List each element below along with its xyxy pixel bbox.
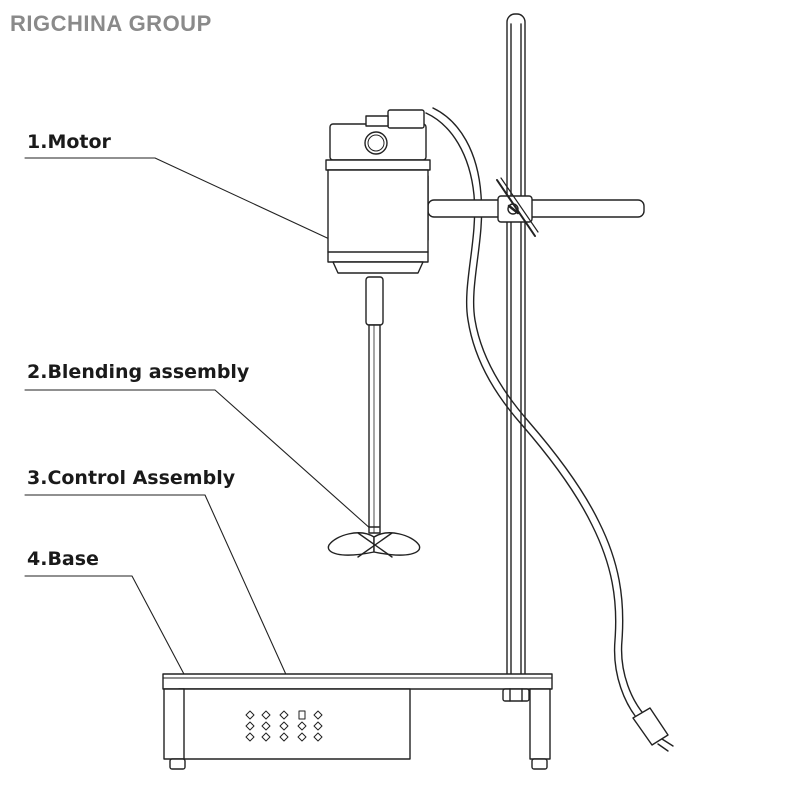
callout-label-base: 4.Base xyxy=(27,548,99,570)
motor-switch xyxy=(387,109,425,129)
clamp-arm xyxy=(409,175,645,241)
leader-blending xyxy=(24,389,373,531)
brand-logo-text: RIGCHINA GROUP xyxy=(10,11,212,36)
plug-body xyxy=(632,707,669,746)
leader-control xyxy=(24,494,303,711)
support-rod xyxy=(506,13,526,687)
leader-base xyxy=(24,575,186,677)
right-leg xyxy=(529,688,551,760)
blending-assembly xyxy=(327,276,421,558)
control-panel-symbols xyxy=(245,710,323,742)
left-leg xyxy=(163,688,185,760)
callout-label-motor: 1.Motor xyxy=(27,131,111,153)
callout-leaders xyxy=(24,157,373,711)
leader-motor xyxy=(24,157,339,244)
rod-nut xyxy=(502,688,530,702)
control-box xyxy=(178,688,411,760)
motor xyxy=(325,109,431,274)
callout-label-control-assembly: 3.Control Assembly xyxy=(27,467,236,489)
base xyxy=(162,673,553,770)
callout-label-blending-assembly: 2.Blending assembly xyxy=(27,361,250,383)
power-cord xyxy=(425,107,674,752)
